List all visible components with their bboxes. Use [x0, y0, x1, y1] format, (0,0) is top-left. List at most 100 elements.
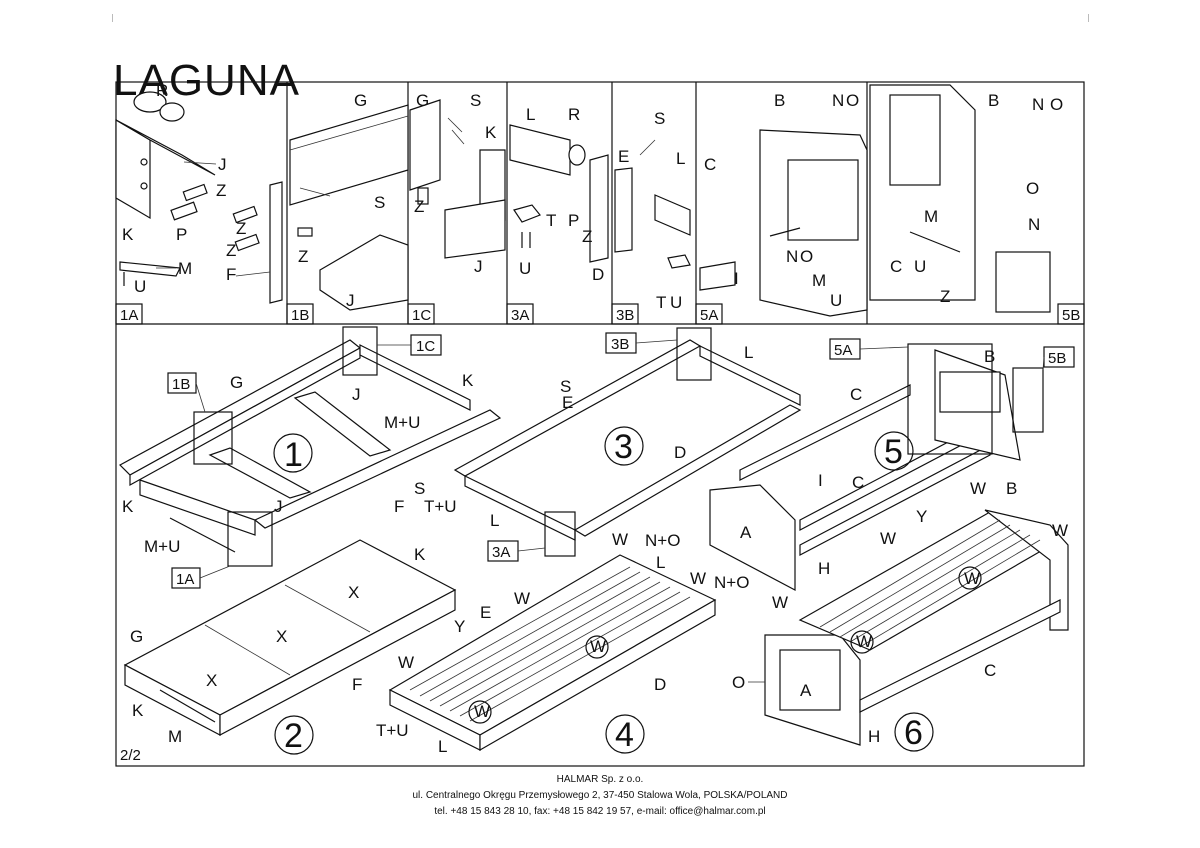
part-label: M — [924, 207, 938, 226]
part-label: X — [276, 627, 287, 646]
part-label: X — [348, 583, 359, 602]
panel-code: 5A — [700, 307, 718, 324]
part-label: U — [519, 259, 531, 278]
detail-panel-3a: L R T P Z U D — [509, 105, 609, 284]
part-label: E — [480, 603, 491, 622]
part-label: C — [852, 473, 864, 492]
detail-panel-1b: G S Z J — [289, 91, 409, 311]
part-label: O — [1026, 179, 1039, 198]
part-label: T — [656, 293, 666, 312]
part-label: Z — [298, 247, 308, 266]
part-label: B — [774, 91, 785, 110]
part-label: Z — [940, 287, 950, 306]
part-label: W — [772, 593, 788, 612]
step-number-6: 6 — [904, 714, 923, 752]
part-label: O — [732, 673, 745, 692]
part-label: J — [474, 257, 483, 276]
part-label: W — [612, 530, 628, 549]
part-label: S — [654, 109, 665, 128]
part-label: J — [352, 385, 361, 404]
part-label: L — [438, 737, 447, 756]
part-label: D — [592, 265, 604, 284]
part-label: S — [374, 193, 385, 212]
part-label: N+O — [645, 531, 680, 550]
part-label: M — [178, 259, 192, 278]
part-label: G — [130, 627, 143, 646]
crop-mark — [1080, 14, 1089, 22]
panel-code: 3A — [511, 307, 529, 324]
part-label: L — [676, 149, 685, 168]
part-label: F — [352, 675, 362, 694]
callout-label: 5B — [1048, 350, 1066, 367]
detail-panel-5b: B N O O N M C U Z — [869, 84, 1063, 313]
part-label: W — [690, 569, 706, 588]
callout-boxes: 1B 1C 1A 3B 3A 5A 5B — [167, 332, 1075, 589]
part-label: Y — [454, 617, 465, 636]
crop-mark — [112, 14, 121, 22]
part-label: E — [618, 147, 629, 166]
part-label: D — [654, 675, 666, 694]
part-label: R — [568, 105, 580, 124]
detail-panel-1c: G S K Z J — [409, 91, 506, 276]
part-label: L — [656, 553, 665, 572]
part-label: J — [346, 291, 355, 310]
part-label: P — [568, 211, 579, 230]
step-number-3: 3 — [614, 428, 633, 466]
part-label: N+O — [714, 573, 749, 592]
part-label: W — [856, 632, 872, 651]
callout-label: 1C — [416, 338, 435, 355]
part-label: Z — [582, 227, 592, 246]
part-label: N — [1032, 95, 1044, 114]
step-number-4: 4 — [615, 716, 634, 754]
footer: HALMAR Sp. z o.o. ul. Centralnego Okręgu… — [0, 772, 1200, 820]
part-label: K — [122, 225, 134, 244]
part-label: G — [354, 91, 367, 110]
part-label: H — [868, 727, 880, 746]
part-label: G — [416, 91, 429, 110]
panel-code: 5B — [1062, 307, 1080, 324]
part-label: F — [394, 497, 404, 516]
part-label: M — [812, 271, 826, 290]
panel-code-boxes: 1A 1B 1C 3A 3B 5A 5B — [115, 303, 1085, 325]
part-label: W — [970, 479, 986, 498]
part-label: U — [830, 291, 842, 310]
footer-address: ul. Centralnego Okręgu Przemysłowego 2, … — [412, 790, 788, 801]
part-label: T+U — [376, 721, 409, 740]
part-label: W — [964, 569, 980, 588]
part-label: K — [132, 701, 144, 720]
part-label: S — [414, 479, 425, 498]
part-label: F — [226, 265, 236, 284]
step-5-drawing: B C I C N+O A N+O H — [645, 343, 1044, 592]
diagram-frame — [115, 81, 1085, 767]
part-label: U — [134, 277, 146, 296]
step-4-drawing: W L W W E Y W D W W T+U L — [376, 530, 717, 756]
part-label: L — [490, 511, 499, 530]
part-label: W — [514, 589, 530, 608]
footer-contact: tel. +48 15 843 28 10, fax: +48 15 842 1… — [434, 806, 766, 817]
part-label: O — [1050, 95, 1063, 114]
part-label: W — [398, 653, 414, 672]
part-label: O — [846, 91, 859, 110]
part-label: P — [176, 225, 187, 244]
part-label: S — [470, 91, 481, 110]
part-label: M — [168, 727, 182, 746]
part-label: K — [485, 123, 497, 142]
part-label: A — [800, 681, 812, 700]
part-label: W — [590, 637, 606, 656]
panel-code: 1B — [291, 307, 309, 324]
part-label: K — [122, 497, 134, 516]
part-label: K — [462, 371, 474, 390]
part-label: C — [890, 257, 902, 276]
panel-code: 1A — [120, 307, 138, 324]
part-label: I — [734, 269, 739, 288]
part-label: Y — [916, 507, 927, 526]
part-label: M+U — [144, 537, 180, 556]
part-label: U — [670, 293, 682, 312]
part-label: J — [274, 497, 283, 516]
part-label: L — [526, 105, 535, 124]
page-number: 2/2 — [120, 747, 141, 764]
part-label: C — [984, 661, 996, 680]
step-1-drawing: G J K M+U K J M+U F — [119, 326, 502, 567]
part-label: N — [832, 91, 844, 110]
